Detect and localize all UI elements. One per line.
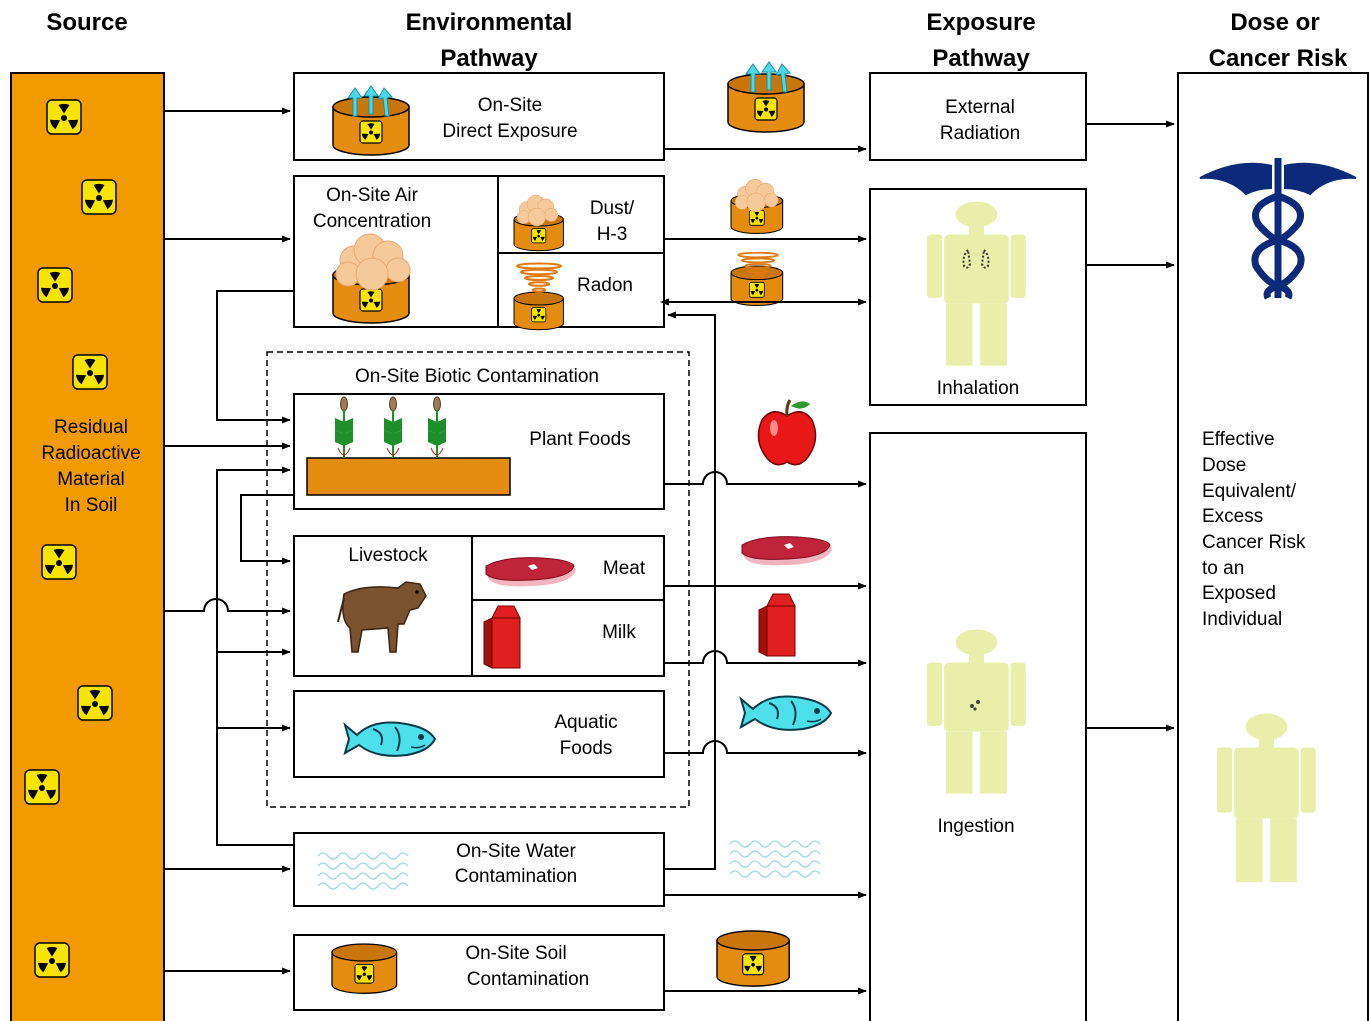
dust-label-line2: H-3 <box>597 224 628 245</box>
external-radiation-line1: External <box>945 97 1015 118</box>
connectors <box>164 107 1175 995</box>
dose-label-line3: Equivalent/ <box>1202 481 1297 502</box>
dose-label-line6: to an <box>1202 558 1244 579</box>
radiation-icon <box>37 267 73 303</box>
header-dose-line1: Dose or <box>1230 9 1319 36</box>
radiation-icon <box>77 685 113 721</box>
arrow-icon <box>216 290 294 424</box>
header-dose-line2: Cancer Risk <box>1209 45 1348 72</box>
arrow-icon <box>664 650 867 667</box>
inhalation-label: Inhalation <box>937 378 1019 399</box>
water-contamination-line1: On-Site Water <box>456 841 576 862</box>
dose-label-line1: Effective <box>1202 429 1275 450</box>
radiation-icon <box>72 354 108 390</box>
header-exposure-line1: Exposure <box>926 9 1035 36</box>
livestock-label: Livestock <box>348 545 428 566</box>
source-column <box>10 72 165 1021</box>
drum-icon <box>717 931 789 986</box>
apple-icon <box>756 398 818 467</box>
dose-label-line5: Cancer Risk <box>1202 532 1306 553</box>
arrow-icon <box>164 598 291 615</box>
water-contamination-box <box>293 832 665 907</box>
direct-exposure-line2: Direct Exposure <box>442 121 577 142</box>
source-label-line3: Material <box>57 469 125 490</box>
header-source: Source <box>46 9 127 36</box>
drum-icon <box>332 944 397 993</box>
direct-exposure-line1: On-Site <box>478 95 542 116</box>
up-arrows-icon <box>745 61 791 93</box>
air-concentration-line1: On-Site Air <box>326 185 419 206</box>
water-contamination-line2: Contamination <box>455 866 578 887</box>
header-exposure-line2: Pathway <box>932 45 1030 72</box>
meat-label: Meat <box>603 558 646 579</box>
meat-icon <box>741 536 833 566</box>
radiation-icon <box>34 942 70 978</box>
radiation-icon <box>24 769 60 805</box>
dose-label-line4: Excess <box>1202 506 1263 527</box>
air-concentration-line2: Concentration <box>313 211 431 232</box>
plant-foods-label: Plant Foods <box>529 429 630 450</box>
arrow-icon <box>240 494 294 565</box>
external-radiation-line2: Radiation <box>940 123 1020 144</box>
arrow-icon <box>664 471 867 488</box>
dust-cloud-icon <box>734 178 779 212</box>
ingestion-label: Ingestion <box>937 816 1014 837</box>
radon-label: Radon <box>577 275 633 296</box>
biotic-contamination-label: On-Site Biotic Contamination <box>355 366 599 387</box>
radiation-icon <box>46 99 82 135</box>
arrow-icon <box>664 311 716 870</box>
source-label-line4: In Soil <box>65 495 118 516</box>
dose-label-line2: Dose <box>1202 455 1246 476</box>
source-label-line1: Residual <box>54 417 128 438</box>
biotic-contamination-group <box>266 351 690 808</box>
aquatic-foods-line2: Foods <box>560 738 613 759</box>
soil-contamination-line1: On-Site Soil <box>465 943 566 964</box>
arrow-icon <box>664 740 867 757</box>
drum-icon <box>728 74 804 132</box>
lungs-icon <box>962 247 990 269</box>
header-environmental-line1: Environmental <box>406 9 573 36</box>
source-label-line2: Radioactive <box>41 443 140 464</box>
external-radiation-box <box>869 72 1087 161</box>
dose-label-line7: Exposed <box>1202 583 1276 604</box>
water-waves-icon <box>729 840 821 878</box>
dose-label-line8: Individual <box>1202 609 1282 630</box>
fish-icon <box>740 695 832 731</box>
radon-drum-icon <box>514 292 563 330</box>
milk-carton-icon <box>758 593 796 657</box>
up-arrows-icon <box>347 85 393 117</box>
aquatic-foods-line1: Aquatic <box>554 712 617 733</box>
arrow-icon <box>216 466 294 846</box>
radiation-icon <box>81 179 117 215</box>
radiation-icon <box>41 544 77 580</box>
milk-label: Milk <box>602 622 636 643</box>
header-environmental-line2: Pathway <box>440 45 538 72</box>
dust-label-line1: Dust/ <box>590 198 635 219</box>
stomach-icon <box>970 700 980 711</box>
soil-contamination-line2: Contamination <box>467 969 590 990</box>
soil-bed <box>306 457 511 496</box>
